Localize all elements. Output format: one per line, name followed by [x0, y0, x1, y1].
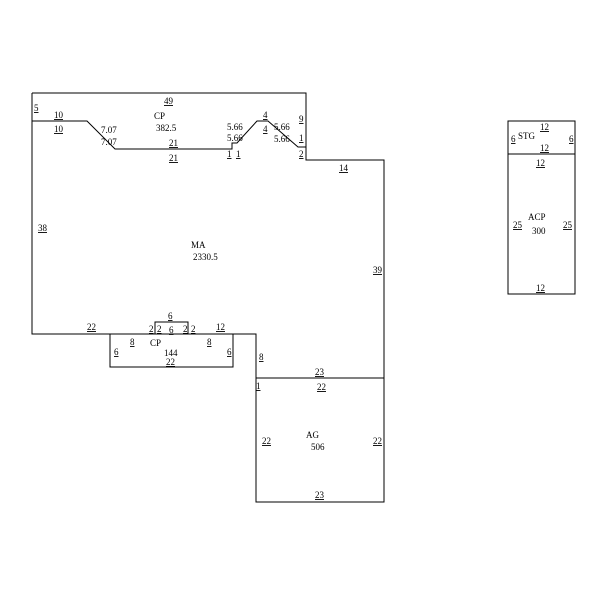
dim: 4 — [263, 110, 268, 120]
dim: 21 — [169, 153, 178, 163]
dim: 39 — [373, 265, 383, 275]
dim: 6 — [511, 134, 516, 144]
dim: 38 — [38, 223, 48, 233]
dim: 8 — [130, 337, 135, 347]
dim: 5.66 — [227, 133, 243, 143]
area-cp-top-code: CP — [154, 111, 165, 121]
area-cp-bottom-code: CP — [150, 338, 161, 348]
dim: 7.07 — [101, 137, 117, 147]
dim: 21 — [169, 138, 178, 148]
dim: 22 — [373, 436, 382, 446]
dim: 12 — [216, 322, 225, 332]
dim: 22 — [262, 436, 271, 446]
dim: 12 — [540, 122, 549, 132]
dim: 6 — [569, 134, 574, 144]
dim: 5.66 — [274, 134, 290, 144]
area-stg-code: STG — [518, 131, 536, 141]
dim: 2 — [157, 324, 162, 334]
dim: 23 — [315, 367, 325, 377]
dim: 5.66 — [227, 122, 243, 132]
area-cp-bottom-value: 144 — [164, 348, 178, 358]
area-ag-code: AG — [306, 430, 319, 440]
dim: 6 — [114, 347, 119, 357]
dim: 25 — [563, 220, 573, 230]
dim: 23 — [315, 490, 325, 500]
dim: 12 — [536, 158, 545, 168]
dim: 22 — [317, 382, 326, 392]
detached-outline — [507, 120, 576, 295]
dim: 7.07 — [101, 125, 117, 135]
dim: 1 — [299, 133, 304, 143]
dim: 5.66 — [274, 122, 290, 132]
area-acp-value: 300 — [532, 226, 546, 236]
dimension-labels: 5 10 10 49 7.07 7.07 21 21 5.66 5.66 1 1… — [34, 96, 574, 500]
dim: 2 — [191, 324, 196, 334]
dim: 14 — [339, 163, 349, 173]
dim: 4 — [263, 124, 268, 134]
dim: 8 — [259, 352, 264, 362]
cp-top-outline — [32, 120, 306, 150]
area-ma-value: 2330.5 — [193, 252, 218, 262]
dim: 1 — [256, 381, 261, 391]
dim: 10 — [54, 110, 64, 120]
dim: 5 — [34, 103, 39, 113]
dim: 22 — [87, 322, 96, 332]
cp-bottom-outline — [109, 334, 234, 368]
area-ag-value: 506 — [311, 442, 325, 452]
dim: 6 — [169, 325, 174, 335]
dim: 9 — [299, 114, 304, 124]
dim: 49 — [164, 96, 174, 106]
area-acp-code: ACP — [528, 212, 546, 222]
dim: 25 — [513, 220, 523, 230]
area-cp-top-value: 382.5 — [156, 123, 177, 133]
main-outline — [31, 92, 385, 503]
dim: 12 — [536, 283, 545, 293]
cp-bottom-bump — [154, 321, 189, 334]
dim: 1 — [236, 149, 241, 159]
dim: 10 — [54, 124, 64, 134]
dim: 8 — [207, 337, 212, 347]
dim: 2 — [299, 149, 304, 159]
dim: 22 — [166, 357, 175, 367]
area-ma-code: MA — [191, 240, 206, 250]
dim: 1 — [227, 149, 232, 159]
dim: 2 — [149, 324, 154, 334]
dim: 6 — [168, 311, 173, 321]
dim: 12 — [540, 143, 549, 153]
dim: 2 — [183, 324, 188, 334]
dim: 6 — [227, 347, 232, 357]
